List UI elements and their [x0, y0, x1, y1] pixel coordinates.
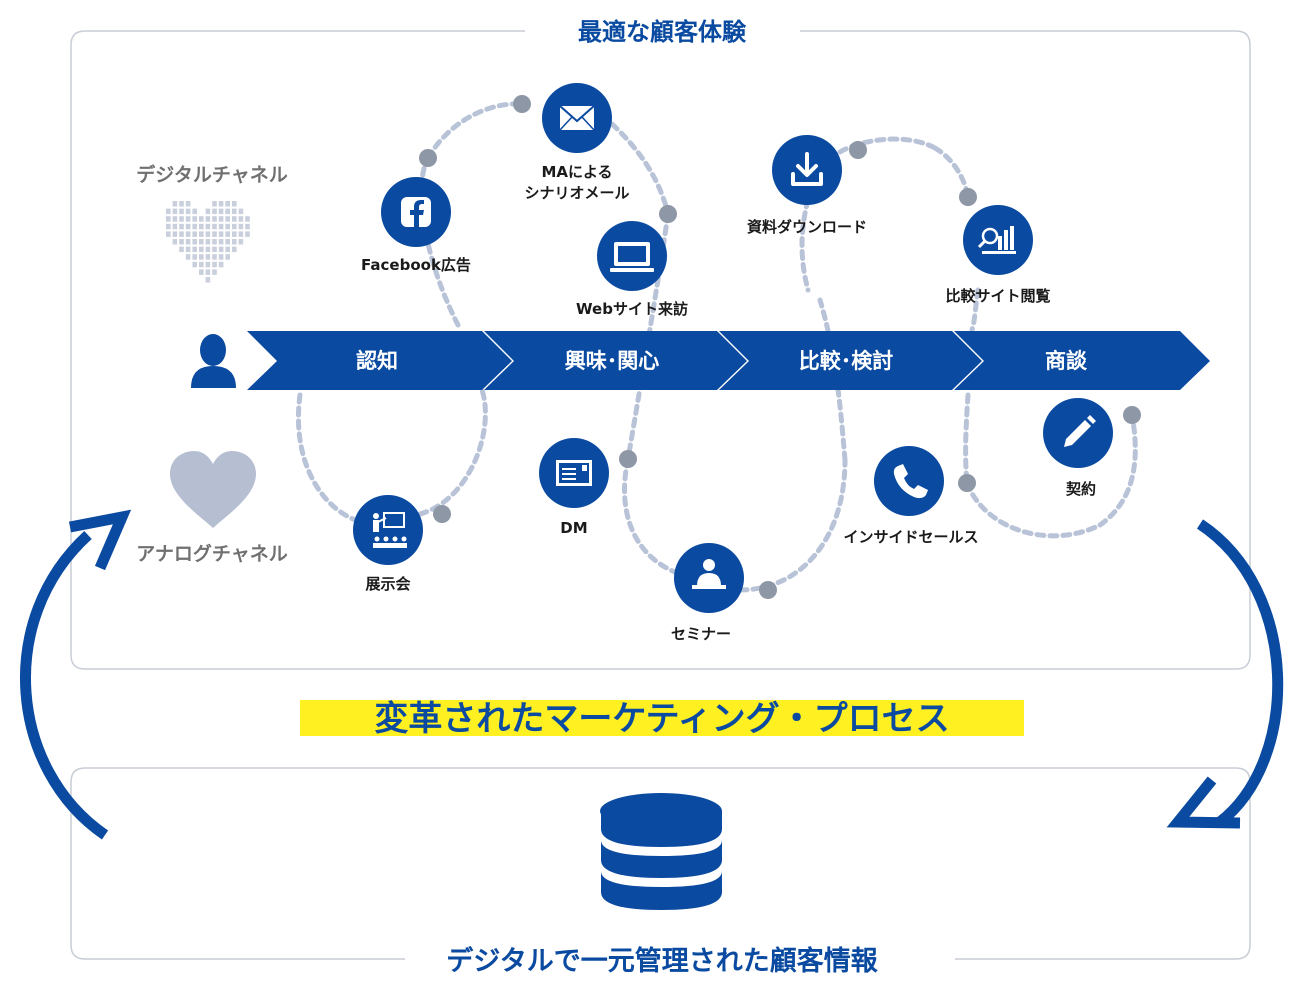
- monitor-icon: [610, 242, 654, 272]
- presentation-icon: [373, 512, 407, 548]
- stage-chevrons: [247, 331, 1210, 390]
- title-highlight: [300, 700, 1024, 736]
- touchpoint-exhibition: 展示会: [353, 495, 423, 593]
- touchpoint-facebook: Facebook広告: [361, 177, 471, 274]
- stage-chevron-comparison: [719, 331, 982, 390]
- touchpoint-label: 比較サイト閲覧: [945, 287, 1050, 305]
- top-title: 最適な顧客体験: [578, 18, 747, 46]
- touchpoint-contract: 契約: [1043, 398, 1113, 498]
- touchpoint-label: 契約: [1065, 480, 1096, 498]
- touchpoint-label: セミナー: [671, 625, 731, 643]
- touchpoint-label: DM: [560, 519, 587, 537]
- postcard-icon: [556, 460, 592, 486]
- touchpoint-label: インサイドセールス: [843, 528, 978, 546]
- person-icon: [191, 334, 236, 388]
- stage-chevron-interest: [484, 331, 747, 390]
- touchpoint-compare: 比較サイト閲覧: [945, 205, 1051, 305]
- touchpoint-label: Webサイト来訪: [576, 300, 688, 318]
- touchpoint-label-line1: MAによる: [541, 163, 612, 181]
- pixel-heart-icon: [166, 201, 250, 283]
- touchpoint-dm: DM: [539, 438, 609, 537]
- touchpoint-ma-mail: MAによる シナリオメール: [524, 83, 630, 202]
- cycle-arrow-right: [1166, 519, 1284, 829]
- bottom-frame: [70, 767, 1251, 960]
- stage-label-comparison: 比較･検討: [799, 349, 894, 373]
- touchpoint-web: Webサイト来訪: [576, 221, 688, 318]
- chart-search-icon: [977, 226, 1016, 254]
- pen-icon: [1064, 415, 1096, 447]
- stage-chevron-negotiation: [954, 331, 1210, 390]
- database-icon: [600, 793, 722, 910]
- heart-icon: [170, 451, 256, 528]
- top-frame: [70, 30, 1251, 670]
- center-title: 変革されたマーケティング・プロセス: [374, 699, 949, 739]
- stage-label-negotiation: 商談: [1045, 349, 1088, 373]
- analog-channel-label: アナログチャネル: [136, 542, 287, 565]
- touchpoint-seminar: セミナー: [671, 543, 744, 643]
- mail-icon: [559, 105, 595, 131]
- bottom-title: デジタルで一元管理された顧客情報: [446, 945, 878, 977]
- connector-dots: [419, 95, 1141, 599]
- stage-label-interest: 興味･関心: [565, 349, 660, 373]
- touchpoint-label-line2: シナリオメール: [524, 184, 629, 202]
- touchpoint-inside-sales: インサイドセールス: [843, 446, 979, 546]
- touchpoint-label: 展示会: [365, 575, 410, 593]
- touchpoint-label: Facebook広告: [361, 256, 471, 274]
- digital-channel-label: デジタルチャネル: [136, 163, 287, 186]
- phone-icon: [893, 464, 928, 499]
- speaker-icon: [692, 559, 726, 589]
- cycle-arrow-left: [20, 509, 132, 840]
- touchpoint-download: 資料ダウンロード: [747, 135, 867, 236]
- download-icon: [791, 152, 823, 186]
- stage-chevron-awareness: [247, 331, 512, 390]
- stage-label-awareness: 認知: [356, 349, 398, 373]
- touchpoint-label: 資料ダウンロード: [747, 218, 867, 236]
- facebook-icon: [401, 197, 431, 227]
